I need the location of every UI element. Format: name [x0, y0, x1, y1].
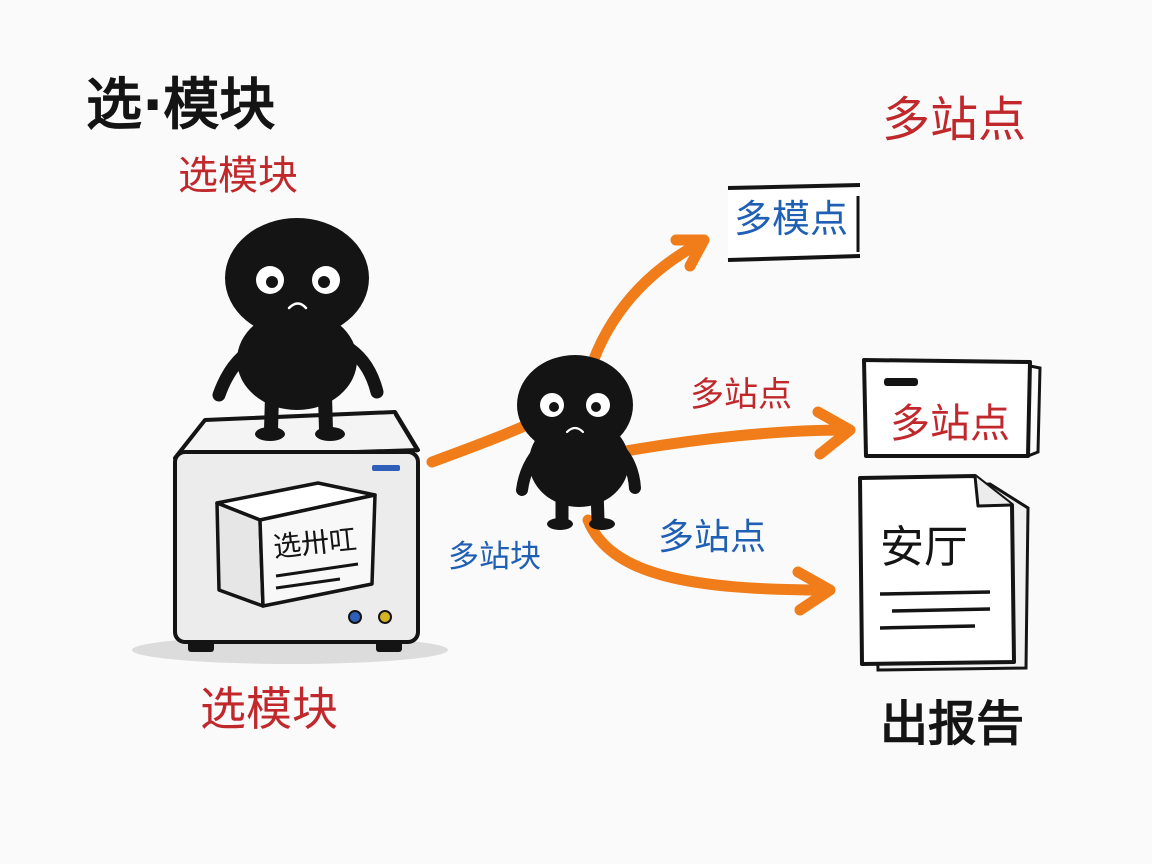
card-top: [727, 183, 861, 262]
report-caption: 出报告: [880, 696, 1025, 752]
card-mid: [862, 358, 1042, 458]
doc-title: 安厅: [880, 522, 968, 573]
center-character: [516, 355, 641, 530]
package-box: [215, 481, 377, 608]
arrow-to-mid-card: [614, 424, 852, 458]
left-character: [212, 218, 384, 441]
arrow-server-to-center: [426, 414, 544, 468]
arrow-mid-label: 多站点: [690, 375, 792, 415]
card-top-label: 多模点: [734, 197, 849, 241]
title-sub-label: 选模块: [178, 153, 298, 199]
left-edge-label: 多站块: [448, 539, 541, 575]
card-mid-label: 多站点: [890, 401, 1010, 447]
arrow-to-report: [582, 514, 832, 596]
server-box-label: 选卅叿: [271, 522, 359, 564]
report-document: [858, 474, 1030, 672]
main-title: 选·模块: [86, 73, 276, 138]
server-caption: 选模块: [200, 682, 338, 736]
top-right-heading: 多站点: [882, 92, 1027, 148]
arrow-low-label: 多站点: [658, 517, 767, 558]
